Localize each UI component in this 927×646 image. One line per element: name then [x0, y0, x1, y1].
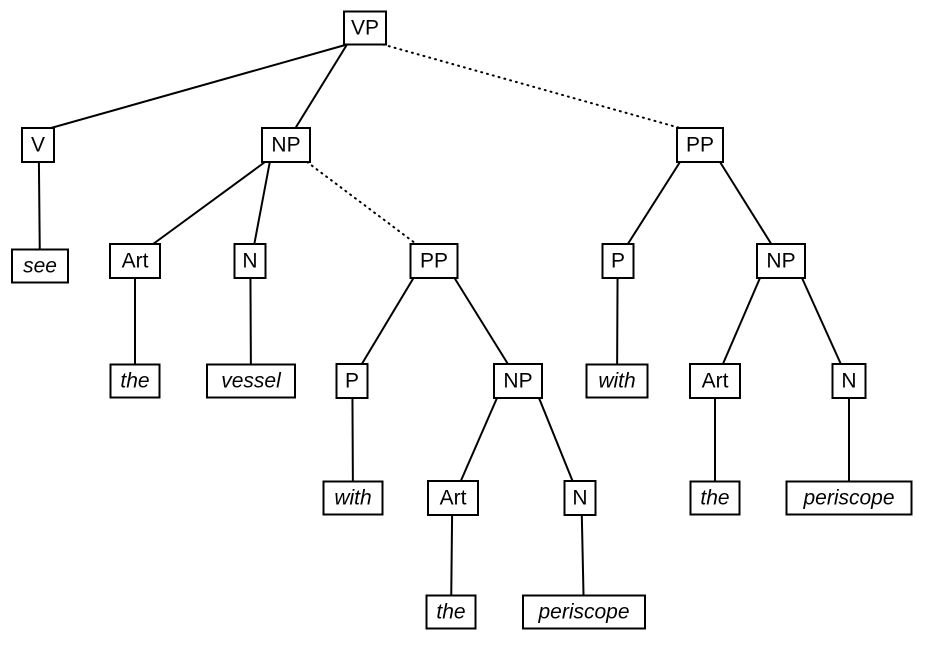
- node-label-art1: Art: [122, 250, 149, 273]
- node-box-np1: [261, 127, 311, 163]
- tree-edge-np_right-to-art_right: [722, 277, 761, 365]
- tree-node-art_right[interactable]: Art: [689, 363, 741, 399]
- tree-node-the_mid[interactable]: the: [425, 594, 477, 630]
- node-label-the_mid: the: [436, 601, 465, 624]
- tree-node-n_right[interactable]: N: [831, 363, 867, 399]
- node-box-the1: [109, 363, 161, 399]
- node-box-art_right: [689, 363, 741, 399]
- node-label-vp: VP: [351, 17, 379, 40]
- node-label-the1: the: [120, 370, 149, 393]
- tree-node-art_mid[interactable]: Art: [427, 480, 479, 516]
- node-label-n_right: N: [841, 370, 856, 393]
- tree-node-pp_mid[interactable]: PP: [409, 243, 459, 279]
- tree-node-v[interactable]: V: [21, 127, 55, 163]
- node-box-the_right: [689, 480, 741, 516]
- node-label-with_r: with: [598, 370, 635, 393]
- node-label-vessel: vessel: [221, 370, 282, 393]
- tree-edge-art_mid-to-the_mid: [450, 514, 454, 596]
- node-box-n_mid: [563, 480, 597, 516]
- node-box-the_mid: [425, 594, 477, 630]
- node-label-per_mid: periscope: [537, 601, 629, 624]
- tree-edge-np1-to-pp_mid: [306, 161, 418, 245]
- node-box-per_right: [785, 480, 913, 516]
- node-box-v: [21, 127, 55, 163]
- tree-edge-np1-to-art1: [152, 161, 266, 245]
- node-box-per_mid: [522, 594, 646, 630]
- node-label-n_mid: N: [572, 487, 587, 510]
- node-box-np_mid: [493, 363, 543, 399]
- node-label-art_mid: Art: [440, 487, 467, 510]
- node-box-vp: [343, 10, 387, 46]
- node-box-pp_mid: [409, 243, 459, 279]
- node-box-p_mid: [335, 363, 369, 399]
- node-box-p_right: [601, 243, 635, 279]
- tree-node-n_mid[interactable]: N: [563, 480, 597, 516]
- tree-node-p_right[interactable]: P: [601, 243, 635, 279]
- tree-edge-np1-to-n1: [253, 161, 271, 245]
- tree-node-art1[interactable]: Art: [109, 243, 161, 279]
- node-box-vessel: [206, 363, 296, 399]
- node-label-np1: NP: [271, 134, 300, 157]
- tree-node-per_right[interactable]: periscope: [785, 480, 913, 516]
- node-box-pp_right: [676, 127, 724, 163]
- edge-layer: [37, 43, 850, 596]
- node-label-pp_mid: PP: [420, 250, 448, 273]
- tree-edge-pp_mid-to-p_mid: [360, 277, 415, 365]
- node-label-art_right: Art: [702, 370, 729, 393]
- node-box-art1: [109, 243, 161, 279]
- tree-node-pp_right[interactable]: PP: [676, 127, 724, 163]
- tree-node-the1[interactable]: the: [109, 363, 161, 399]
- node-label-see: see: [23, 255, 57, 278]
- tree-edge-pp_mid-to-np_mid: [453, 277, 509, 365]
- tree-edge-v-to-see: [37, 161, 41, 250]
- node-box-np_right: [756, 243, 806, 279]
- node-box-n1: [233, 243, 267, 279]
- node-label-per_right: periscope: [802, 487, 894, 510]
- tree-edge-vp-to-v: [50, 43, 348, 129]
- tree-edge-np_mid-to-art_mid: [459, 397, 498, 482]
- tree-node-with_r[interactable]: with: [585, 363, 649, 399]
- node-label-n1: N: [242, 250, 257, 273]
- node-box-art_mid: [427, 480, 479, 516]
- node-label-the_right: the: [700, 487, 729, 510]
- node-label-np_mid: NP: [503, 370, 532, 393]
- tree-edge-vp-to-pp_right: [382, 43, 681, 129]
- tree-node-p_mid[interactable]: P: [335, 363, 369, 399]
- tree-node-vessel[interactable]: vessel: [206, 363, 296, 399]
- tree-node-the_right[interactable]: the: [689, 480, 741, 516]
- tree-node-see[interactable]: see: [11, 248, 69, 284]
- node-label-p_mid: P: [345, 370, 359, 393]
- tree-node-np1[interactable]: NP: [261, 127, 311, 163]
- node-label-np_right: NP: [766, 250, 795, 273]
- tree-node-vp[interactable]: VP: [343, 10, 387, 46]
- tree-node-np_mid[interactable]: NP: [493, 363, 543, 399]
- tree-node-np_right[interactable]: NP: [756, 243, 806, 279]
- node-box-with_r: [585, 363, 649, 399]
- node-box-n_right: [831, 363, 867, 399]
- tree-edge-vp-to-np1: [294, 43, 348, 129]
- node-box-with_m: [322, 480, 384, 516]
- node-label-pp_right: PP: [686, 134, 714, 157]
- tree-edge-np_mid-to-n_mid: [538, 397, 574, 482]
- tree-node-per_mid[interactable]: periscope: [522, 594, 646, 630]
- node-label-with_m: with: [334, 487, 371, 510]
- tree-edge-n_mid-to-per_mid: [580, 514, 585, 596]
- node-label-p_right: P: [611, 250, 625, 273]
- tree-node-n1[interactable]: N: [233, 243, 267, 279]
- tree-edge-pp_right-to-np_right: [719, 161, 773, 245]
- node-label-v: V: [31, 134, 45, 157]
- node-box-see: [11, 248, 69, 284]
- tree-node-with_m[interactable]: with: [322, 480, 384, 516]
- tree-edge-np_right-to-n_right: [801, 277, 842, 365]
- tree-edge-pp_right-to-p_right: [626, 161, 681, 245]
